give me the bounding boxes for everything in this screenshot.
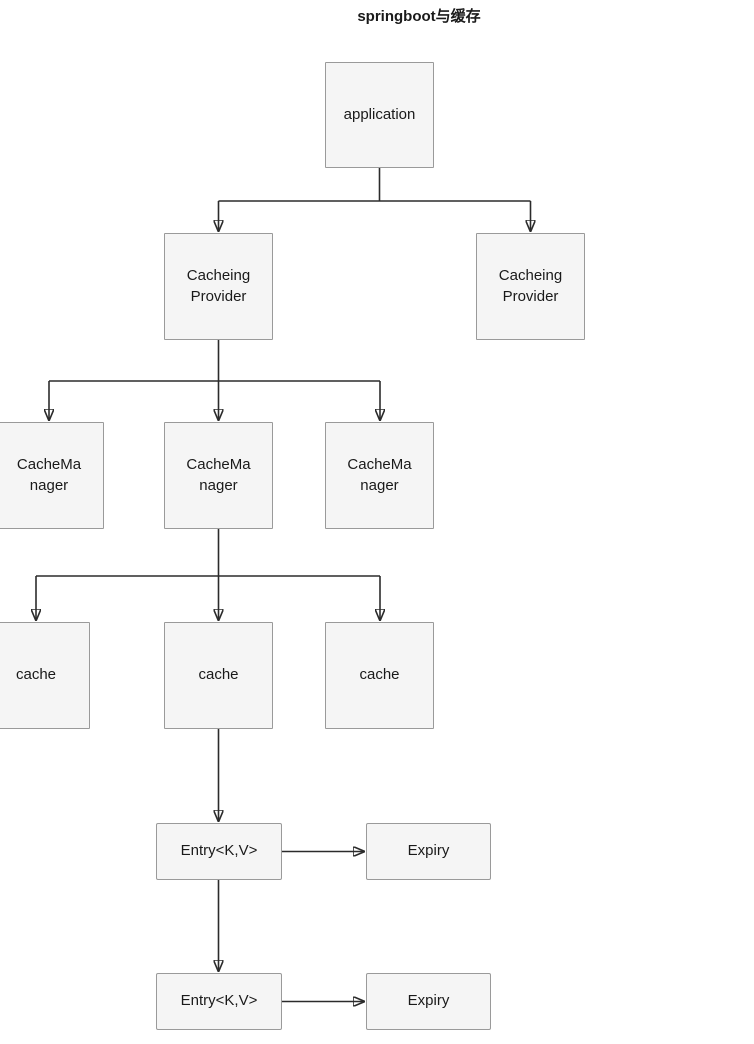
node-cache-manager-right: CacheMa nager	[325, 422, 434, 529]
node-expiry-bottom: Expiry	[366, 973, 491, 1030]
node-entry-bottom: Entry<K,V>	[156, 973, 282, 1030]
node-application: application	[325, 62, 434, 168]
node-cache-right: cache	[325, 622, 434, 729]
node-cacheing-provider-right: Cacheing Provider	[476, 233, 585, 340]
connector-provider-to-cachemanagers	[49, 340, 380, 420]
connector-application-to-providers	[219, 168, 531, 231]
node-cache-manager-middle: CacheMa nager	[164, 422, 273, 529]
diagram-title: springboot与缓存	[357, 8, 481, 25]
node-cache-left: cache	[0, 622, 90, 729]
node-expiry-top: Expiry	[366, 823, 491, 880]
node-cacheing-provider-left: Cacheing Provider	[164, 233, 273, 340]
node-cache-manager-left: CacheMa nager	[0, 422, 104, 529]
node-entry-top: Entry<K,V>	[156, 823, 282, 880]
node-cache-middle: cache	[164, 622, 273, 729]
connector-cachemanager-to-caches	[36, 529, 380, 620]
